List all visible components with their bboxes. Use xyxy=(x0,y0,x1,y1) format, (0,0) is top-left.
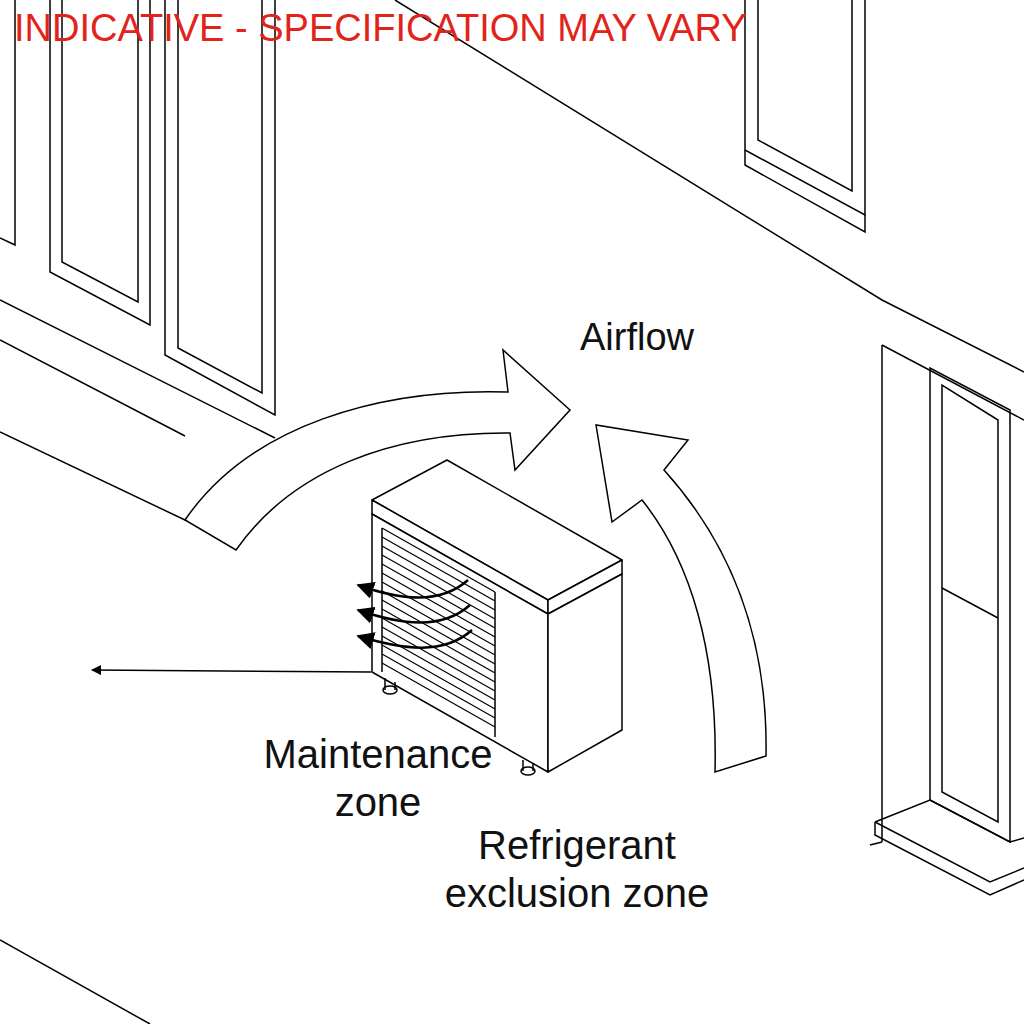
maintenance-zone-shape xyxy=(218,672,545,860)
exclusion-zone-shape xyxy=(90,520,870,960)
zone-label: Refrigerant exclusion zone xyxy=(427,821,727,917)
fan-airflow-arrows xyxy=(358,580,472,648)
exclusion-zone: Refrigerant exclusion zoneMaintenance zo… xyxy=(88,515,874,975)
zone-label: Maintenance zone xyxy=(253,730,503,826)
radius-line xyxy=(92,670,371,672)
heat-pump-unit xyxy=(372,460,622,775)
watermark-note: INDICATIVE - SPECIFICATION MAY VARY xyxy=(14,6,747,52)
airflow-label: Airflow xyxy=(580,315,694,361)
airflow-arrows xyxy=(185,350,766,772)
